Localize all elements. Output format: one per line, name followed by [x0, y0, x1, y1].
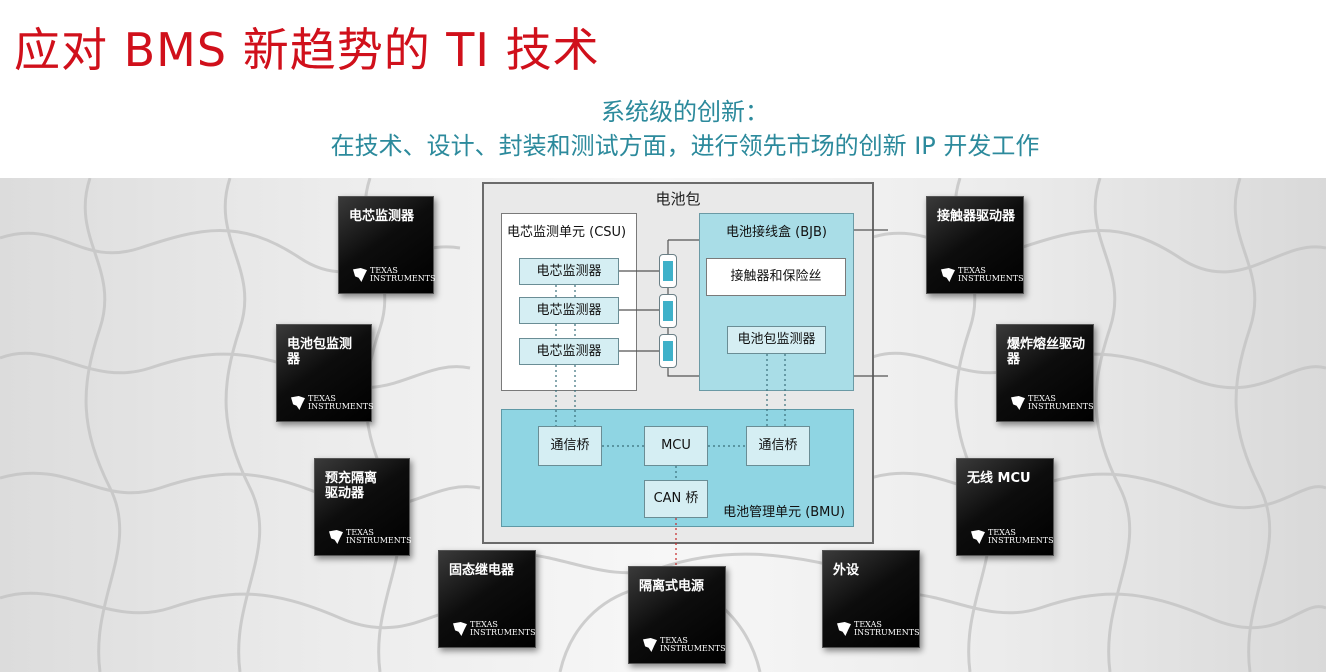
cell-monitor-3: 电芯监测器 [519, 338, 619, 365]
chip-label: 电芯监测器 [349, 209, 415, 224]
subtitle-line-1: 系统级的创新： [601, 98, 769, 126]
csu-label: 电芯监测单元 (CSU) [507, 225, 627, 240]
battery-cell-2 [659, 294, 677, 328]
bmu-label: 电池管理单元 (BMU) [723, 505, 845, 520]
cell-monitor-1: 电芯监测器 [519, 258, 619, 285]
mcu-box: MCU [644, 426, 708, 466]
contactor-fuse-box: 接触器和保险丝 [706, 258, 846, 296]
pack-monitor-box: 电池包监测器 [727, 326, 826, 354]
chip-label: 隔离式电源 [639, 579, 705, 594]
chip-label: 外设 [833, 563, 860, 578]
battery-cell-3 [659, 334, 677, 368]
bjb-label: 电池接线盒 (BJB) [726, 225, 827, 240]
page-title: 应对 BMS 新趋势的 TI 技术 [14, 23, 600, 77]
battery-cell-1 [659, 254, 677, 288]
chip-label: 预充隔离驱动器 [325, 471, 378, 501]
chip-label: 电池包监测器 [287, 337, 353, 367]
comm-bridge-right: 通信桥 [746, 426, 810, 466]
can-bridge-box: CAN 桥 [644, 480, 708, 518]
chip-label: 固态继电器 [449, 563, 515, 578]
chip-label: 爆炸熔丝驱动器 [1007, 337, 1086, 367]
bjb-box: 电池接线盒 (BJB) [699, 213, 854, 391]
chip-label: 无线 MCU [967, 471, 1031, 486]
cell-monitor-2: 电芯监测器 [519, 297, 619, 324]
subtitle-line-2: 在技术、设计、封装和测试方面，进行领先市场的创新 IP 开发工作 [330, 132, 1040, 160]
battery-pack-label: 电池包 [655, 190, 701, 208]
chip-label: 接触器驱动器 [937, 209, 1016, 224]
comm-bridge-left: 通信桥 [538, 426, 602, 466]
